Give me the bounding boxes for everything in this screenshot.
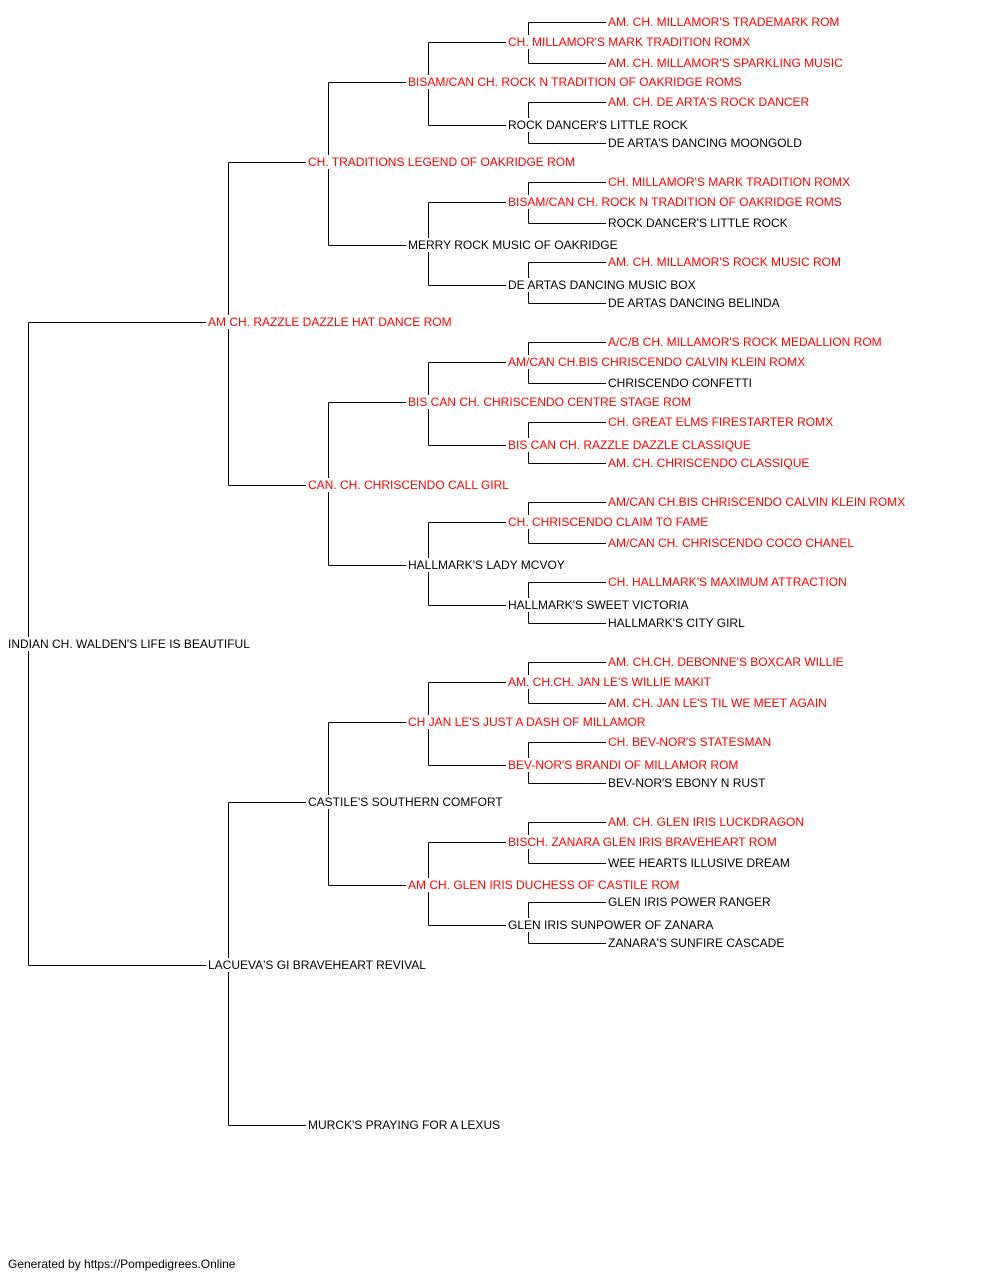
pedigree-node-gen3: AM CH. GLEN IRIS DUCHESS OF CASTILE ROM — [408, 878, 680, 892]
pedigree-node-gen5: CH. GREAT ELMS FIRESTARTER ROMX — [608, 415, 834, 429]
pedigree-node-gen4: BISCH. ZANARA GLEN IRIS BRAVEHEART ROM — [508, 835, 777, 849]
pedigree-node-gen5: AM. CH. JAN LE'S TIL WE MEET AGAIN — [608, 696, 827, 710]
pedigree-node-gen3: HALLMARK'S LADY MCVOY — [408, 558, 565, 572]
pedigree-node-gen4: BISAM/CAN CH. ROCK N TRADITION OF OAKRID… — [508, 195, 842, 209]
pedigree-node-gen5: AM/CAN CH. CHRISCENDO COCO CHANEL — [608, 536, 855, 550]
pedigree-node-gen5: A/C/B CH. MILLAMOR'S ROCK MEDALLION ROM — [608, 335, 882, 349]
pedigree-node-gen5: AM/CAN CH.BIS CHRISCENDO CALVIN KLEIN RO… — [608, 495, 906, 509]
pedigree-node-gen0: INDIAN CH. WALDEN'S LIFE IS BEAUTIFUL — [8, 637, 250, 651]
pedigree-node-gen5: AM. CH. DE ARTA'S ROCK DANCER — [608, 95, 810, 109]
pedigree-node-gen5: ROCK DANCER'S LITTLE ROCK — [608, 216, 788, 230]
pedigree-node-gen5: CH. MILLAMOR'S MARK TRADITION ROMX — [608, 175, 851, 189]
pedigree-node-gen5: AM. CH. MILLAMOR'S ROCK MUSIC ROM — [608, 255, 841, 269]
pedigree-node-gen3: BIS CAN CH. CHRISCENDO CENTRE STAGE ROM — [408, 395, 692, 409]
pedigree-node-gen5: AM. CH.CH. DEBONNE'S BOXCAR WILLIE — [608, 655, 844, 669]
pedigree-node-gen4: BEV-NOR'S BRANDI OF MILLAMOR ROM — [508, 758, 739, 772]
pedigree-node-gen4: AM/CAN CH.BIS CHRISCENDO CALVIN KLEIN RO… — [508, 355, 806, 369]
pedigree-node-gen4: AM. CH.CH. JAN LE'S WILLIE MAKIT — [508, 675, 711, 689]
pedigree-node-gen5: ZANARA'S SUNFIRE CASCADE — [608, 936, 785, 950]
pedigree-node-gen2: CASTILE'S SOUTHERN COMFORT — [308, 795, 503, 809]
pedigree-node-gen5: BEV-NOR'S EBONY N RUST — [608, 776, 766, 790]
pedigree-node-gen2: MURCK'S PRAYING FOR A LEXUS — [308, 1118, 501, 1132]
pedigree-node-gen3: BISAM/CAN CH. ROCK N TRADITION OF OAKRID… — [408, 75, 742, 89]
pedigree-node-gen3: CH JAN LE'S JUST A DASH OF MILLAMOR — [408, 715, 646, 729]
pedigree-node-gen2: CH. TRADITIONS LEGEND OF OAKRIDGE ROM — [308, 155, 576, 169]
pedigree-node-gen5: AM. CH. CHRISCENDO CLASSIQUE — [608, 456, 810, 470]
pedigree-node-gen4: HALLMARK'S SWEET VICTORIA — [508, 598, 689, 612]
pedigree-node-gen4: BIS CAN CH. RAZZLE DAZZLE CLASSIQUE — [508, 438, 751, 452]
pedigree-node-gen4: GLEN IRIS SUNPOWER OF ZANARA — [508, 918, 714, 932]
pedigree-node-gen5: CH. BEV-NOR'S STATESMAN — [608, 735, 772, 749]
pedigree-node-gen5: WEE HEARTS ILLUSIVE DREAM — [608, 856, 790, 870]
pedigree-node-gen5: GLEN IRIS POWER RANGER — [608, 895, 771, 909]
footer-credit: Generated by https://Pompedigrees.Online — [8, 1257, 236, 1271]
pedigree-node-gen5: AM. CH. GLEN IRIS LUCKDRAGON — [608, 815, 805, 829]
pedigree-node-gen4: ROCK DANCER'S LITTLE ROCK — [508, 118, 688, 132]
pedigree-node-gen4: CH. CHRISCENDO CLAIM TO FAME — [508, 515, 709, 529]
pedigree-node-gen5: CH. HALLMARK'S MAXIMUM ATTRACTION — [608, 575, 847, 589]
pedigree-node-gen5: CHRISCENDO CONFETTI — [608, 376, 752, 390]
pedigree-node-gen2: CAN. CH. CHRISCENDO CALL GIRL — [308, 478, 509, 492]
pedigree-node-gen1: LACUEVA'S GI BRAVEHEART REVIVAL — [208, 958, 426, 972]
pedigree-node-gen5: DE ARTAS DANCING BELINDA — [608, 296, 780, 310]
pedigree-node-gen5: DE ARTA'S DANCING MOONGOLD — [608, 136, 802, 150]
pedigree-node-gen1: AM CH. RAZZLE DAZZLE HAT DANCE ROM — [208, 315, 452, 329]
pedigree-node-gen4: DE ARTAS DANCING MUSIC BOX — [508, 278, 696, 292]
pedigree-node-gen4: CH. MILLAMOR'S MARK TRADITION ROMX — [508, 35, 751, 49]
pedigree-node-gen3: MERRY ROCK MUSIC OF OAKRIDGE — [408, 238, 618, 252]
pedigree-node-gen5: AM. CH. MILLAMOR'S TRADEMARK ROM — [608, 15, 840, 29]
pedigree-node-gen5: HALLMARK'S CITY GIRL — [608, 616, 745, 630]
pedigree-node-gen5: AM. CH. MILLAMOR'S SPARKLING MUSIC — [608, 56, 843, 70]
